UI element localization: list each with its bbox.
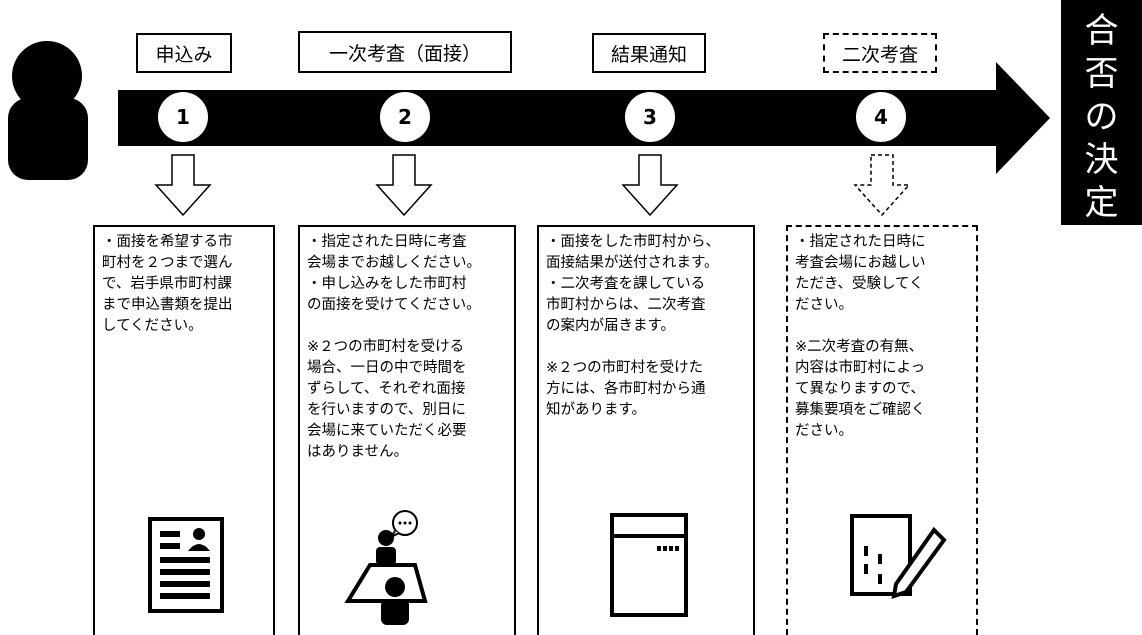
description-line: 考査会場にお越しい [795,255,926,271]
result-char: 否 [1084,54,1119,94]
step-2-panel: ・指定された日時に考査会場までお越しください。・申し込みをした市町村の面接を受け… [298,225,516,635]
description-line: ただき、受験してく [795,276,924,292]
description-line: ださい。 [795,423,853,439]
person-icon [8,41,88,180]
description-line: を行いますので、別日に [307,402,466,418]
description-line: 募集要項をご確認く [795,402,926,418]
description-line: の面接を受けてください。 [307,297,481,313]
step-1-label: 申込み [136,33,232,73]
description-line: ・面接を希望する市 [102,234,233,250]
result-char: 決 [1084,140,1119,180]
down-arrow-3 [621,154,679,217]
result-box: 合 否 の 決 定 [1061,0,1142,225]
step-2-label: 一次考査（面接） [298,31,512,73]
interview-icon [344,510,428,625]
description-line: 内容は市町村によっ [795,360,926,376]
description-line: 知があります。 [546,402,647,418]
description-line: ・申し込みをした市町村 [307,276,467,292]
down-arrow-4 [853,154,911,217]
description-line: はありません。 [307,444,409,460]
exam-pen-icon [850,514,947,622]
description-line: ・二次考査を課している [546,276,706,292]
result-char: 合 [1084,11,1119,51]
description-line: て異なりますので、 [795,381,925,397]
step-4-label: 二次考査 [823,33,937,73]
step-1-number: 1 [158,92,208,142]
description-line: 方には、各市町村から通 [546,381,706,397]
description-line: ださい。 [795,297,853,313]
step-2-description: ・指定された日時に考査会場までお越しください。・申し込みをした市町村の面接を受け… [300,227,514,468]
description-line: 市町村からは、二次考査 [546,297,706,313]
description-line: ・指定された日時に [795,234,926,250]
description-line: 会場に来ていただく必要 [307,423,467,439]
step-3-panel: ・面接をした市町村から、面接結果が送付されます。・二次考査を課している市町村から… [537,225,755,635]
description-line: まで申込書類を提出 [102,297,233,313]
description-line: 会場までお越しください。 [307,255,481,271]
description-line: ずらして、それぞれ面接 [307,381,466,397]
down-arrow-1 [154,154,212,217]
document-person-icon [148,517,224,613]
step-1-description: ・面接を希望する市町村を２つまで選んで、岩手県市町村課まで申込書類を提出してくだ… [95,227,273,342]
step-1-panel: ・面接を希望する市町村を２つまで選んで、岩手県市町村課まで申込書類を提出してくだ… [93,225,275,635]
step-2-number: 2 [380,92,430,142]
description-line: 場合、一日の中で時間を [307,360,467,376]
step-4-number: 4 [856,92,906,142]
description-line: の案内が届きます。 [546,318,676,334]
envelope-icon [610,513,688,617]
description-line: ※２つの市町村を受ける [307,339,465,355]
description-line: で、岩手県市町村課 [102,276,232,292]
description-line: ・指定された日時に考査 [307,234,467,250]
step-3-label: 結果通知 [592,33,706,73]
step-3-description: ・面接をした市町村から、面接結果が送付されます。・二次考査を課している市町村から… [539,227,753,426]
down-arrow-2 [375,154,433,217]
description-line: ※二次考査の有無、 [795,339,924,355]
description-line: 面接結果が送付されます。 [546,255,719,271]
description-line: 町村を２つまで選ん [102,255,233,271]
step-4-description: ・指定された日時に考査会場にお越しいただき、受験してください。 ※二次考査の有無、… [788,227,976,447]
result-char: 定 [1084,183,1119,223]
description-line: してください。 [102,318,203,334]
description-line: ※２つの市町村を受けた [546,360,704,376]
step-3-number: 3 [625,92,675,142]
step-4-panel: ・指定された日時に考査会場にお越しいただき、受験してください。 ※二次考査の有無、… [786,225,978,635]
result-char: の [1084,97,1119,137]
timeline-arrow [118,62,1050,174]
description-line: ・面接をした市町村から、 [546,234,720,250]
